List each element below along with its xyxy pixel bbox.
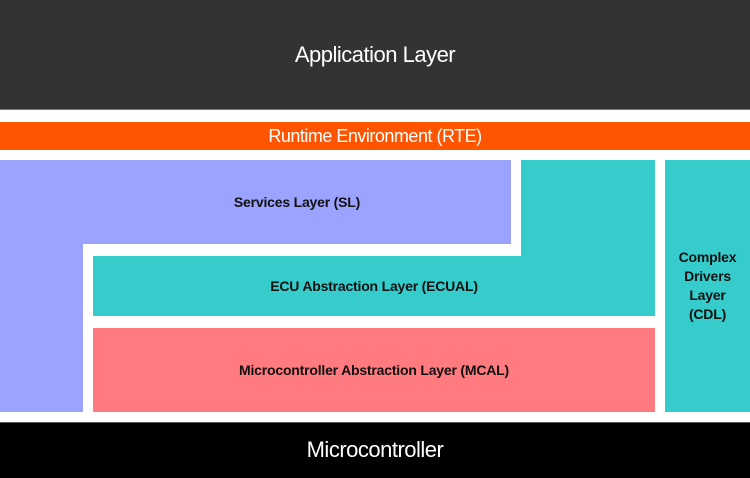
ecual-bottom — [93, 256, 655, 316]
application-layer-block — [0, 0, 750, 110]
cdl-label-line: Drivers — [684, 268, 731, 284]
cdl-label-line: (CDL) — [688, 306, 727, 322]
microcontroller-label: Microcontroller — [306, 437, 444, 462]
cdl-label-line: Layer — [689, 287, 726, 303]
microcontroller-block — [0, 422, 750, 478]
services-layer-label: Services Layer (SL) — [233, 194, 361, 210]
cdl-block — [665, 160, 750, 412]
services-layer-left-column — [0, 244, 83, 412]
cdl-label: Complex Drivers Layer (CDL) — [665, 160, 750, 412]
mcal-block — [93, 328, 655, 412]
services-layer-top — [0, 160, 511, 244]
ecual-label: ECU Abstraction Layer (ECUAL) — [270, 278, 478, 294]
rte-label: Runtime Environment (RTE) — [268, 125, 482, 146]
rte-block — [0, 122, 750, 150]
cdl-label-line: Complex — [678, 249, 737, 265]
mcal-label: Microcontroller Abstraction Layer (MCAL) — [239, 362, 509, 378]
application-layer-label: Application Layer — [294, 42, 456, 67]
